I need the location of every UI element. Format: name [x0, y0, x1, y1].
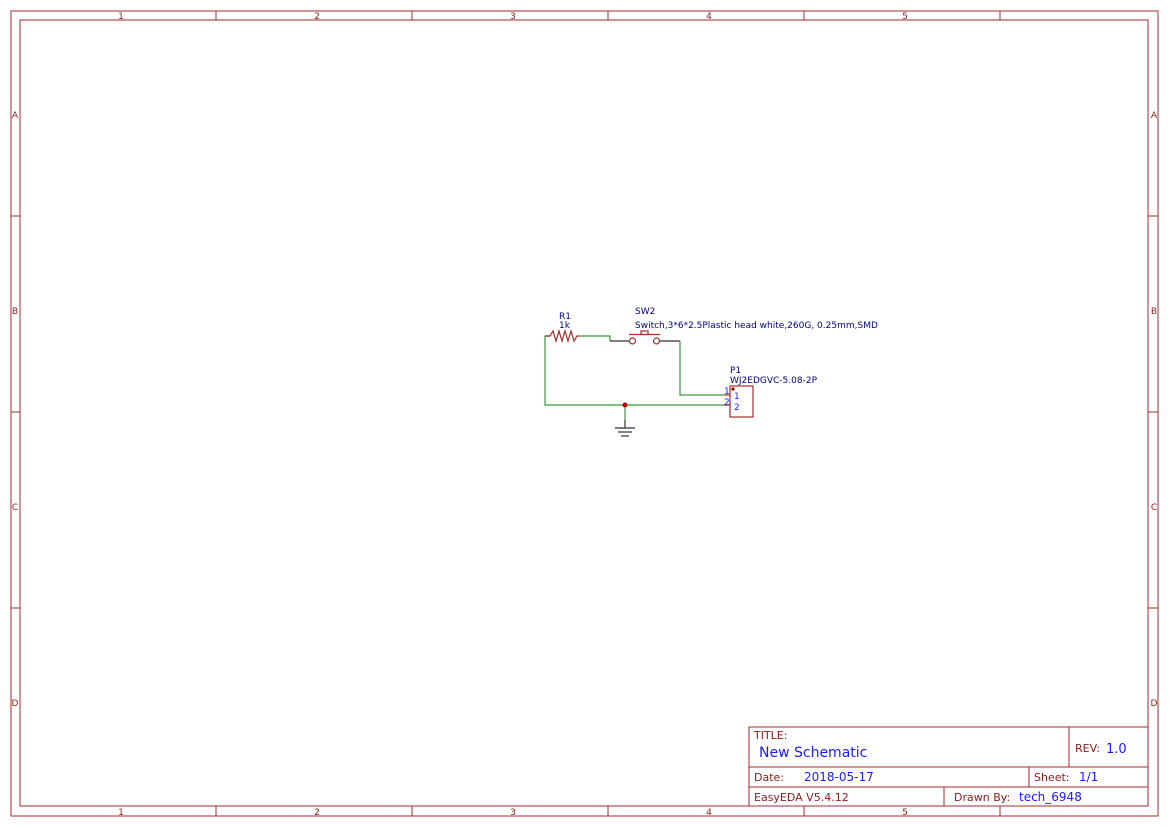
col-label: 4 [706, 808, 712, 818]
wire[interactable] [679, 341, 724, 396]
wire[interactable] [580, 335, 611, 341]
inner-frame [19, 19, 1149, 807]
col-label: 4 [706, 12, 712, 22]
col-label: 1 [118, 808, 124, 818]
pin-number: 2 [724, 398, 730, 408]
p1-value: WJ2EDGVC-5.08-2P [730, 376, 818, 386]
row-label: B [1151, 307, 1157, 317]
row-labels: A B C D A B C D [12, 111, 1158, 709]
outer-frame [10, 10, 1159, 817]
title-value: New Schematic [759, 745, 867, 761]
sw2-designator: SW2 [635, 307, 655, 317]
title-block: TITLE: New Schematic REV: 1.0 Date: 2018… [748, 726, 1149, 807]
row-label: C [1151, 503, 1157, 513]
row-label: D [1151, 699, 1158, 709]
wires [544, 335, 724, 420]
row-label: D [12, 699, 19, 709]
drawn-by-label: Drawn By: [954, 791, 1010, 804]
r1-designator: R1 [559, 312, 571, 322]
row-label: B [12, 307, 18, 317]
col-label: 3 [510, 808, 516, 818]
software-version: EasyEDA V5.4.12 [754, 791, 849, 804]
sw2-value: Switch,3*6*2.5Plastic head white,260G, 0… [635, 321, 878, 331]
ground-symbol[interactable] [615, 420, 635, 437]
rev-value: 1.0 [1106, 742, 1127, 757]
col-label: 2 [314, 12, 320, 22]
date-label: Date: [754, 771, 784, 784]
date-value: 2018-05-17 [804, 770, 874, 784]
col-label: 1 [118, 12, 124, 22]
col-label: 5 [902, 808, 908, 818]
sheet-label: Sheet: [1034, 771, 1070, 784]
p1-designator: P1 [730, 366, 741, 376]
sheet-value: 1/1 [1079, 770, 1098, 784]
resistor-r1[interactable]: R1 1k [545, 312, 580, 344]
frame-grid [11, 11, 1158, 816]
switch-sw2[interactable]: SW2 Switch,3*6*2.5Plastic head white,260… [628, 307, 878, 345]
junction-dot [622, 402, 628, 408]
pin-name: 1 [734, 392, 740, 402]
row-label: A [1151, 111, 1158, 121]
title-label: TITLE: [753, 729, 787, 742]
row-label: C [12, 503, 18, 513]
drawn-by-value: tech_6948 [1019, 790, 1082, 804]
rev-label: REV: [1075, 742, 1100, 755]
row-label: A [12, 111, 19, 121]
connector-p1[interactable]: P1 WJ2EDGVC-5.08-2P 1 2 1 2 [724, 366, 818, 418]
pin-name: 2 [734, 403, 740, 413]
column-labels: 1 2 3 4 5 1 2 3 4 5 [118, 12, 908, 818]
col-label: 5 [902, 12, 908, 22]
pin-number: 1 [724, 387, 730, 397]
col-label: 2 [314, 808, 320, 818]
r1-value: 1k [559, 321, 571, 331]
col-label: 3 [510, 12, 516, 22]
